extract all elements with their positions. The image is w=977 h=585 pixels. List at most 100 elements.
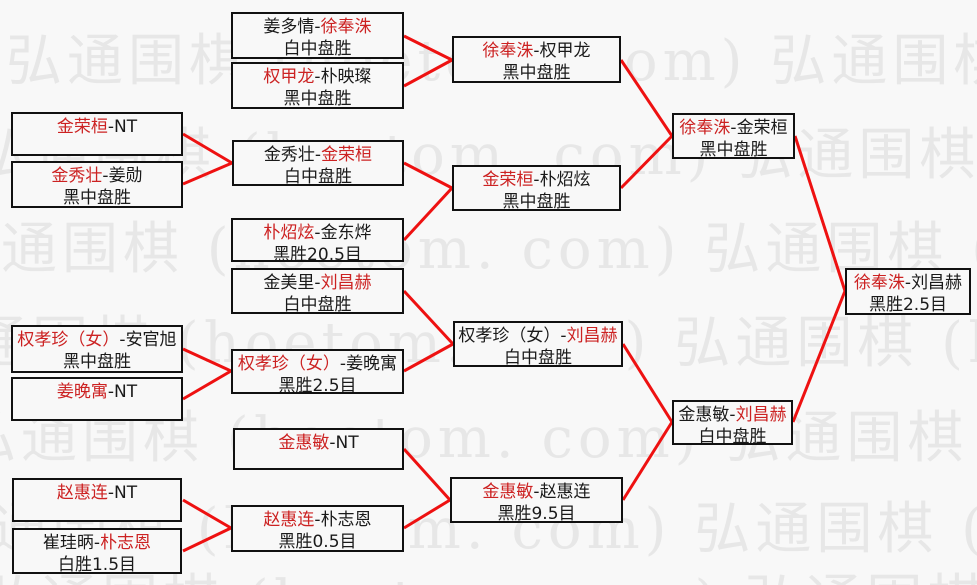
match-result: 黑胜0.5目 — [278, 532, 357, 552]
player-name: NT — [114, 382, 138, 402]
match-box-b4: 朴炤炫-金东烨黑胜20.5目 — [231, 218, 404, 262]
connector-line-9 — [402, 289, 455, 346]
pairing-separator: - — [93, 533, 101, 553]
match-pairing: 姜多情-徐奉洙 — [233, 16, 402, 38]
pairing-separator: - — [107, 117, 115, 137]
match-pairing: 崔珪昞-朴志恩 — [14, 532, 180, 554]
winner-name: 刘昌赫 — [566, 326, 618, 346]
match-pairing: 金秀壮-金荣桓 — [234, 144, 402, 166]
player-name: 金东烨 — [320, 223, 372, 243]
connector-line-8 — [619, 134, 674, 190]
winner-name: 赵惠连 — [56, 483, 108, 503]
match-result: 黑中盘胜 — [502, 192, 571, 211]
match-box-c2: 金荣桓-朴炤炫黑中盘胜 — [452, 165, 621, 211]
match-result: 白中盘胜 — [698, 427, 767, 445]
pairing-separator: - — [339, 354, 347, 374]
match-pairing: 赵惠连-朴志恩 — [233, 509, 402, 531]
player-name: 金秀壮 — [263, 145, 315, 165]
connector-line-16 — [403, 498, 451, 530]
connector-line-13 — [621, 343, 674, 423]
player-name: 崔珪昞 — [42, 533, 94, 553]
match-result: 白胜1.5目 — [57, 555, 137, 574]
winner-name: 金荣桓 — [56, 117, 108, 137]
player-name: 姜晚寓 — [346, 354, 398, 374]
match-box-b8: 赵惠连-朴志恩黑胜0.5目 — [231, 505, 404, 552]
match-pairing: 朴炤炫-金东烨 — [233, 222, 402, 244]
match-box-d2: 金惠敏-刘昌赫白中盘胜 — [672, 400, 793, 445]
player-name: 姜勋 — [108, 166, 143, 186]
winner-name: 徐奉洙 — [679, 118, 731, 138]
match-pairing: 徐奉洙-金荣桓 — [674, 117, 793, 139]
winner-name: 徐奉洙 — [482, 41, 534, 61]
connector-line-18 — [182, 526, 232, 553]
match-result: 黑中盘胜 — [699, 140, 768, 159]
match-box-c1: 徐奉洙-权甲龙黑中盘胜 — [452, 36, 621, 83]
player-name: 安官旭 — [125, 330, 177, 350]
match-box-e1: 徐奉洙-刘昌赫黑胜2.5目 — [845, 268, 971, 315]
player-name: 朴映璨 — [320, 67, 372, 87]
winner-name: 权孝珍（女） — [237, 354, 340, 374]
connector-line-4 — [182, 161, 233, 186]
match-result: 黑胜2.5目 — [278, 376, 357, 394]
pairing-separator: - — [533, 41, 540, 61]
pairing-separator: - — [314, 273, 321, 293]
connector-line-17 — [182, 498, 232, 530]
match-pairing: 徐奉洙-权甲龙 — [454, 40, 619, 62]
watermark-text-row-3: 弘通围棋 (hoetom. com) 弘通围棋 (hoetom. com) 弘通… — [0, 217, 977, 282]
match-pairing: 金惠敏-刘昌赫 — [674, 404, 791, 426]
match-result: 黑中盘胜 — [283, 89, 352, 109]
winner-name: 刘昌赫 — [320, 273, 372, 293]
winner-name: 朴志恩 — [100, 533, 152, 553]
pairing-separator: - — [329, 433, 336, 453]
connector-line-10 — [403, 342, 454, 373]
player-name: NT — [114, 117, 138, 137]
pairing-separator: - — [314, 510, 321, 530]
connector-line-15 — [402, 447, 452, 502]
match-box-a4: 姜晚寓-NT — [11, 377, 183, 421]
winner-name: 徐奉洙 — [320, 17, 372, 37]
match-result: 黑中盘胜 — [63, 352, 131, 372]
winner-name: 金惠敏 — [278, 433, 330, 453]
match-box-b1: 姜多情-徐奉洙白中盘胜 — [231, 12, 404, 59]
winner-name: 刘昌赫 — [735, 405, 787, 425]
match-pairing: 金惠敏-赵惠连 — [452, 481, 621, 503]
match-pairing: 金秀壮-姜勋 — [13, 165, 181, 187]
player-name: 朴志恩 — [320, 510, 372, 530]
match-result: 黑胜9.5目 — [497, 504, 576, 523]
match-box-b2: 权甲龙-朴映璨黑中盘胜 — [231, 62, 404, 109]
pairing-separator: - — [729, 405, 736, 425]
pairing-separator: - — [314, 145, 322, 165]
pairing-separator: - — [533, 482, 540, 502]
winner-name: 朴炤炫 — [263, 223, 315, 243]
player-name: 金荣桓 — [736, 118, 788, 138]
match-result: 黑中盘胜 — [63, 188, 131, 208]
match-result: 黑胜2.5目 — [868, 295, 948, 315]
match-pairing: 赵惠连-NT — [14, 482, 180, 504]
player-name: 金美里 — [263, 273, 315, 293]
match-box-a5: 赵惠连-NT — [12, 478, 182, 522]
pairing-separator: - — [102, 166, 109, 186]
match-pairing: 权孝珍（女）-姜晚寓 — [233, 353, 402, 375]
match-pairing: 姜晚寓-NT — [13, 381, 181, 403]
pairing-separator: - — [107, 382, 115, 402]
match-pairing: 权甲龙-朴映璨 — [233, 66, 402, 88]
match-box-c4: 金惠敏-赵惠连黑胜9.5目 — [450, 477, 623, 523]
match-box-b7: 金惠敏-NT — [233, 428, 404, 470]
connector-line-5 — [403, 161, 453, 190]
match-pairing: 金美里-刘昌赫 — [233, 272, 402, 294]
match-pairing: 金荣桓-朴炤炫 — [454, 169, 619, 191]
connector-line-20 — [791, 290, 847, 423]
match-pairing: 权孝珍（女）-刘昌赫 — [455, 325, 621, 347]
match-result: 白中盘胜 — [283, 39, 352, 59]
match-box-b3: 金秀壮-金荣桓白中盘胜 — [232, 140, 404, 186]
connector-line-2 — [403, 58, 453, 88]
player-name: NT — [335, 433, 359, 453]
pairing-separator: - — [904, 273, 912, 293]
match-box-b6: 权孝珍（女）-姜晚寓黑胜2.5目 — [231, 349, 404, 394]
connector-line-14 — [621, 421, 674, 501]
winner-name: 权甲龙 — [263, 67, 315, 87]
player-name: 姜多情 — [263, 17, 315, 37]
